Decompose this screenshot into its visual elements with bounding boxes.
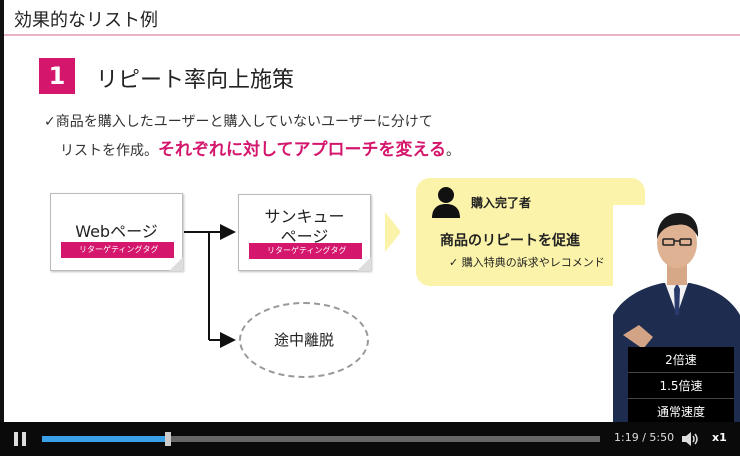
- slide-header: 効果的なリスト例: [4, 0, 740, 36]
- seek-progress: [42, 436, 169, 442]
- result-header: 購入完了者: [471, 196, 532, 210]
- result-main: 商品のリピートを促進: [440, 233, 580, 249]
- volume-icon[interactable]: [681, 431, 699, 447]
- chevron-to-result: [385, 212, 401, 252]
- speed-option-normal[interactable]: 通常速度: [628, 399, 734, 425]
- playback-speed-menu: 2倍速 1.5倍速 通常速度: [628, 347, 734, 425]
- thank-you-page-doc: サンキュー ページ リターゲティングタグ: [238, 194, 371, 271]
- thank-you-title-line-2: ページ: [280, 227, 329, 246]
- description-line-1: ✓商品を購入したユーザーと購入していないユーザーに分けて: [44, 114, 433, 130]
- time-display: 1:19 / 5:50: [614, 431, 674, 444]
- description-plain: リストを作成。: [60, 143, 158, 159]
- section-number: 1: [39, 58, 75, 94]
- description-line-2: リストを作成。それぞれに対してアプローチを変える。: [60, 135, 460, 160]
- time-current: 1:19: [614, 431, 639, 444]
- section-title: リピート率向上施策: [96, 68, 295, 93]
- player-controls: 1:19 / 5:50 x1: [0, 422, 740, 456]
- speed-button[interactable]: x1: [712, 431, 727, 444]
- web-page-title: Webページ: [75, 222, 158, 241]
- speed-option-2x[interactable]: 2倍速: [628, 347, 734, 373]
- time-separator: /: [642, 431, 646, 444]
- person-icon: [432, 187, 460, 218]
- exit-ellipse: 途中離脱: [239, 302, 369, 378]
- slide-title: 効果的なリスト例: [14, 10, 158, 31]
- retargeting-tag: リターゲティングタグ: [249, 243, 362, 259]
- seek-handle[interactable]: [165, 432, 172, 446]
- thank-you-page-title: サンキュー ページ: [239, 207, 370, 247]
- thank-you-title-line-1: サンキュー: [264, 207, 345, 226]
- speed-option-1-5x[interactable]: 1.5倍速: [628, 373, 734, 399]
- web-page-doc: Webページ リターゲティングタグ: [50, 193, 183, 271]
- description-emphasis: それぞれに対してアプローチを変える: [158, 140, 446, 160]
- purchase-result-box: 購入完了者 商品のリピートを促進 ✓ 購入特典の訴求やレコメンド: [416, 178, 645, 286]
- description-end: 。: [445, 143, 460, 159]
- seek-bar[interactable]: [42, 432, 600, 446]
- time-total: 5:50: [649, 431, 675, 444]
- pause-icon[interactable]: [14, 432, 28, 446]
- retargeting-tag: リターゲティングタグ: [61, 242, 174, 258]
- flow-arrows: [184, 212, 401, 348]
- result-sub: ✓ 購入特典の訴求やレコメンド: [449, 256, 605, 269]
